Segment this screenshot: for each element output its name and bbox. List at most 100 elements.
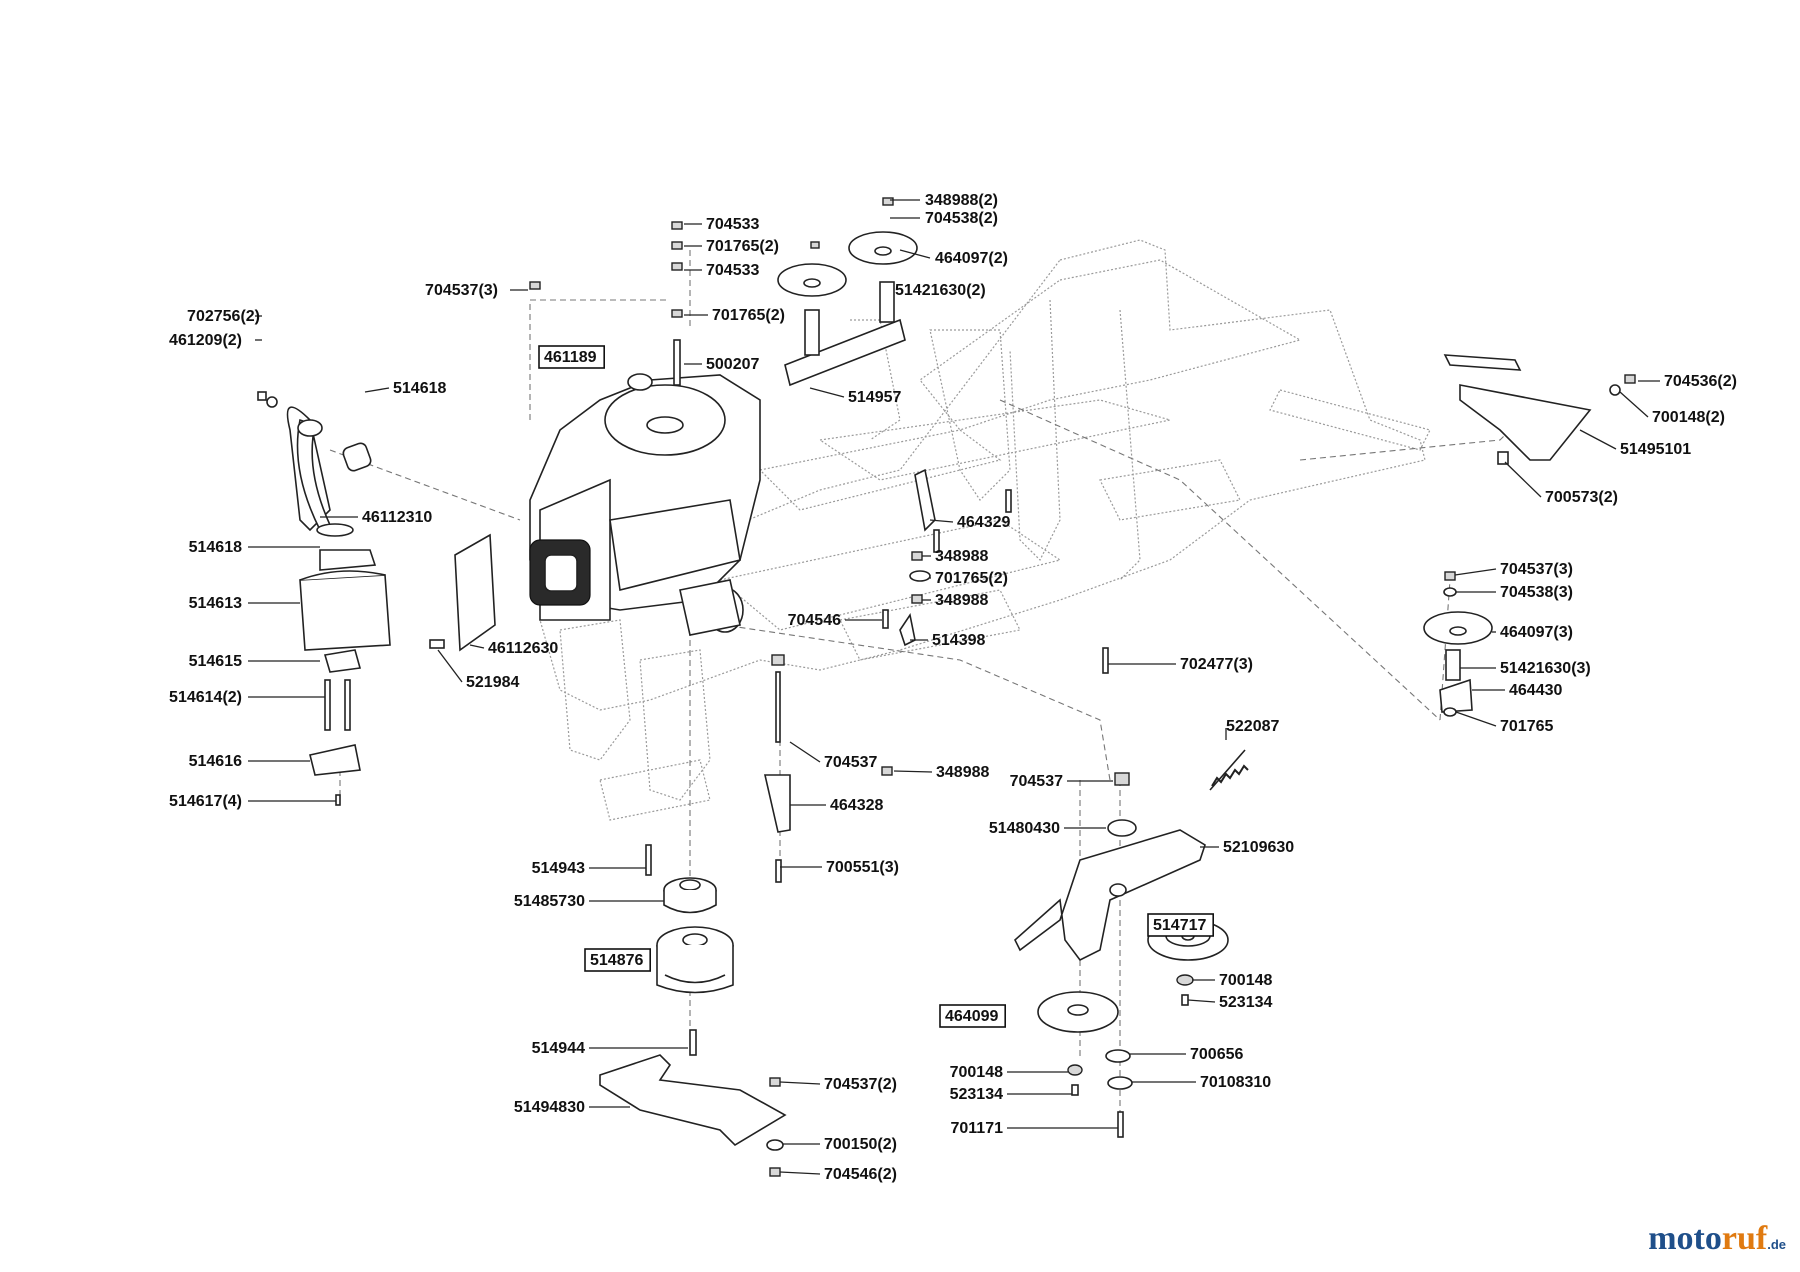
part-number-label: 522087	[1226, 718, 1279, 735]
part-number-label: 702756(2)	[187, 308, 260, 325]
part-number-label: 514616	[189, 753, 242, 770]
part-number-label: 514944	[532, 1040, 585, 1057]
part-number-label: 514943	[532, 860, 585, 877]
brand-part1: moto	[1648, 1220, 1722, 1257]
brand-part2: ruf	[1721, 1220, 1768, 1257]
part-number-box	[939, 1004, 1006, 1028]
part-number-label: 514617(4)	[169, 793, 242, 810]
part-number-label: 704533	[706, 216, 759, 233]
part-number-label: 704537(3)	[425, 282, 498, 299]
part-number-label: 464099	[945, 1008, 998, 1025]
part-number-label: 704537(2)	[824, 1076, 897, 1093]
part-number-label: 348988	[936, 764, 989, 781]
part-number-label: 51495101	[1620, 441, 1691, 458]
heat-shield-drawing	[257, 391, 496, 652]
part-number-label: 700148(2)	[1652, 409, 1725, 426]
tractor-frame	[539, 239, 1431, 821]
part-number-label: 704537	[824, 754, 877, 771]
part-number-label: 461209(2)	[169, 332, 242, 349]
part-number-label: 700551(3)	[826, 859, 899, 876]
brand-logo: motoruf.de	[1648, 1220, 1786, 1258]
part-number-label: 701765(2)	[712, 307, 785, 324]
part-number-label: 701765(2)	[935, 570, 1008, 587]
right-bracket-drawing	[1423, 354, 1636, 717]
leader-line	[364, 387, 390, 393]
part-number-label: 521984	[466, 674, 519, 691]
brand-suffix: .de	[1767, 1237, 1786, 1252]
part-number-box	[538, 345, 605, 369]
part-number-label: 514618	[189, 539, 242, 556]
part-labels: 348988(2)704538(2) 704533 701765(2) 704533 4…	[169, 192, 1737, 1183]
part-number-label: 514876	[590, 952, 643, 969]
part-number-label: 514398	[932, 632, 985, 649]
leader-line	[469, 644, 485, 649]
part-number-label: 70108310	[1200, 1074, 1271, 1091]
part-number-label: 500207	[706, 356, 759, 373]
part-number-label: 704537(3)	[1500, 561, 1573, 578]
part-number-label: 523134	[950, 1086, 1003, 1103]
part-number-label: 51494830	[514, 1099, 585, 1116]
part-number-label: 514615	[189, 653, 242, 670]
leader-line	[1187, 999, 1216, 1003]
part-number-label: 700656	[1190, 1046, 1243, 1063]
leader-line	[1579, 429, 1617, 450]
part-number-label: 523134	[1219, 994, 1272, 1011]
part-number-label: 464097(2)	[935, 250, 1008, 267]
part-number-label: 461189	[544, 349, 597, 366]
part-number-label: 51421630(2)	[895, 282, 986, 299]
leader-line	[893, 770, 933, 773]
center-hardware-drawing	[763, 468, 1109, 883]
part-number-label: 51485730	[514, 893, 585, 910]
part-number-label: 700150(2)	[824, 1136, 897, 1153]
part-number-label: 52109630	[1223, 839, 1294, 856]
clutch-drawing	[599, 844, 787, 1177]
part-number-label: 704546	[788, 612, 841, 629]
part-number-label: 704537	[1010, 773, 1063, 790]
part-number-label: 701171	[950, 1120, 1003, 1137]
leader-line	[1619, 391, 1649, 418]
part-number-label: 464328	[830, 797, 883, 814]
part-number-label: 514618	[393, 380, 446, 397]
leader-line	[779, 1171, 821, 1175]
part-number-label: 514613	[189, 595, 242, 612]
part-number-label: 700148	[1219, 972, 1272, 989]
part-number-label: 704546(2)	[824, 1166, 897, 1183]
part-number-label: 704538(3)	[1500, 584, 1573, 601]
part-number-label: 51421630(3)	[1500, 660, 1591, 677]
part-number-label: 700148	[950, 1064, 1003, 1081]
part-number-label: 704538(2)	[925, 210, 998, 227]
leader-line	[1455, 711, 1497, 727]
leader-line	[1504, 461, 1542, 498]
part-number-label: 464329	[957, 514, 1010, 531]
leader-line	[779, 1081, 821, 1085]
muffler-drawing	[286, 406, 391, 806]
part-number-label: 704536(2)	[1664, 373, 1737, 390]
part-number-label: 704533	[706, 262, 759, 279]
part-number-label: 701765(2)	[706, 238, 779, 255]
part-number-label: 701765	[1500, 718, 1553, 735]
part-number-label: 464097(3)	[1500, 624, 1573, 641]
part-number-label: 700573(2)	[1545, 489, 1618, 506]
spring-drawing	[1209, 749, 1249, 791]
part-number-label: 464430	[1509, 682, 1562, 699]
leader-line	[809, 387, 845, 398]
part-number-label: 46112630	[488, 640, 558, 657]
part-number-label: 51480430	[989, 820, 1060, 837]
part-number-label: 514717	[1153, 917, 1206, 934]
leader-line	[437, 649, 463, 683]
leader-line	[1454, 568, 1497, 576]
part-number-label: 348988(2)	[925, 192, 998, 209]
engine-drawing	[529, 373, 761, 636]
part-number-box	[1147, 913, 1214, 937]
part-number-box	[584, 948, 651, 972]
part-number-label: 514957	[848, 389, 901, 406]
part-number-label: 46112310	[362, 509, 432, 526]
leader-line	[789, 741, 821, 763]
idler-bracket-drawing	[529, 197, 918, 387]
leader-line	[899, 249, 931, 259]
part-number-label: 348988	[935, 592, 988, 609]
part-number-label: 702477(3)	[1180, 656, 1253, 673]
part-number-label: 514614(2)	[169, 689, 242, 706]
leader-line	[929, 519, 954, 523]
